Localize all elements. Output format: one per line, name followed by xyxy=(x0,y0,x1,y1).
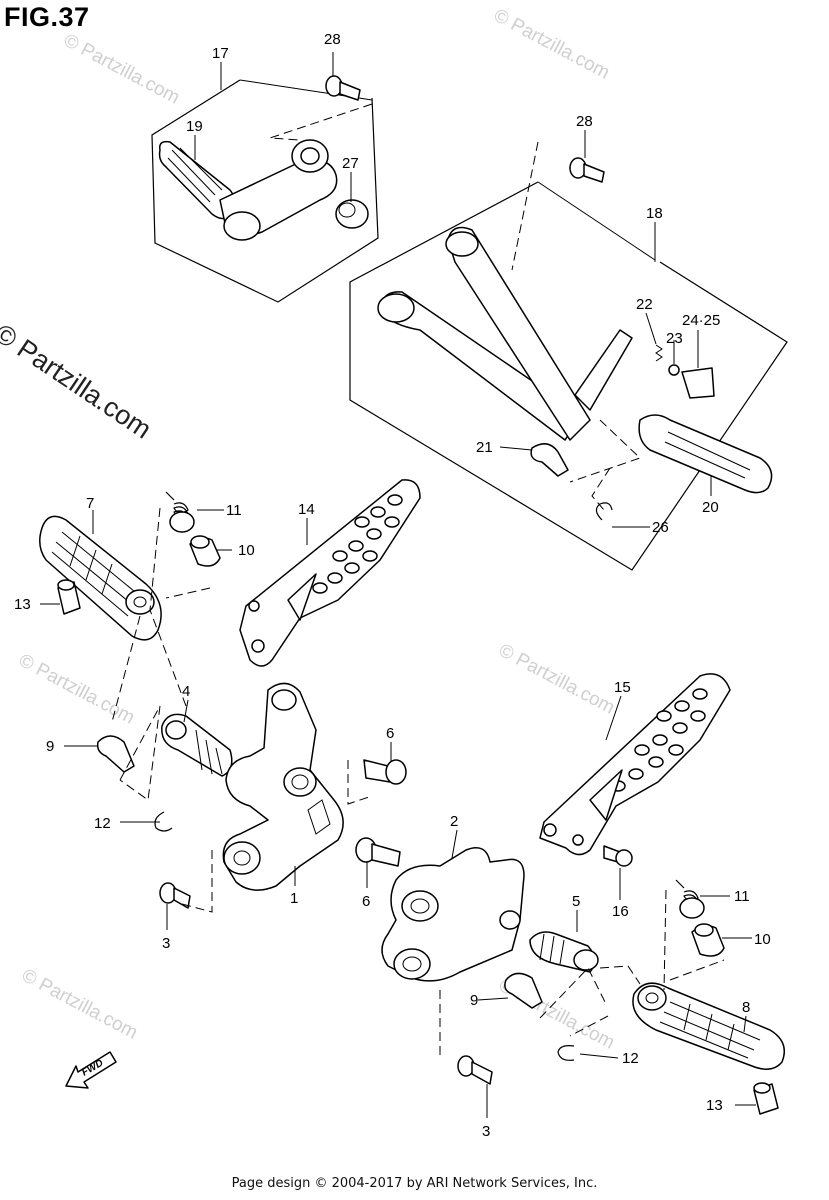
callout-20: 20 xyxy=(702,499,719,516)
callout-6: 6 xyxy=(362,893,370,910)
screw-28-top xyxy=(325,75,361,101)
assembly-box-17 xyxy=(151,79,379,303)
bolt-6-top xyxy=(363,759,407,785)
callout-12: 12 xyxy=(94,815,111,832)
callout-13: 13 xyxy=(14,596,31,613)
screw-13-left xyxy=(57,579,81,615)
callout-10: 10 xyxy=(754,931,771,948)
screw-3-left xyxy=(159,882,191,909)
callout-12: 12 xyxy=(622,1050,639,1067)
callout-6: 6 xyxy=(386,725,394,742)
pin-9-right xyxy=(504,972,543,1009)
callout-9: 9 xyxy=(470,992,478,1009)
callout-23: 23 xyxy=(666,330,683,347)
bracket-1 xyxy=(222,682,344,891)
bolt-6-bottom xyxy=(355,837,401,867)
heel-guard-14 xyxy=(239,479,421,667)
callout-26: 26 xyxy=(652,519,669,536)
callout-1: 1 xyxy=(290,890,298,907)
screw-28-right xyxy=(569,157,605,183)
callout-5: 5 xyxy=(572,893,580,910)
spring-11-left xyxy=(165,491,195,533)
callout-9: 9 xyxy=(46,738,54,755)
callout-11: 11 xyxy=(734,888,750,905)
callout-22: 22 xyxy=(636,296,653,313)
pivot-4 xyxy=(161,713,233,777)
callout-7: 7 xyxy=(86,495,94,512)
callout-3: 3 xyxy=(482,1123,490,1140)
callout-17: 17 xyxy=(212,45,229,62)
callout-2: 2 xyxy=(450,813,458,830)
callout-28: 28 xyxy=(576,113,593,130)
leader-lines xyxy=(40,52,756,1118)
callout-18: 18 xyxy=(646,205,663,222)
callout-10: 10 xyxy=(238,542,255,559)
callout-13: 13 xyxy=(706,1097,723,1114)
collar-10-right xyxy=(691,923,725,957)
bracket-2 xyxy=(381,847,525,982)
spring-11-right xyxy=(675,879,705,919)
footer-copyright: Page design © 2004-2017 by ARI Network S… xyxy=(231,1176,598,1191)
callout-16: 16 xyxy=(612,903,629,920)
callout-28: 28 xyxy=(324,31,341,48)
fwd-arrow-icon: FWD xyxy=(65,1051,117,1089)
fig-title: FIG.37 xyxy=(4,2,90,32)
dashed-assembly-lines xyxy=(111,103,725,1060)
assembly-box-18 xyxy=(349,181,788,571)
heel-guard-15 xyxy=(539,673,731,856)
callout-8: 8 xyxy=(742,999,750,1016)
callout-14: 14 xyxy=(298,501,315,518)
callout-4: 4 xyxy=(182,683,190,700)
callout-11: 11 xyxy=(226,502,242,519)
callout-27: 27 xyxy=(342,155,359,172)
callout-labels: 17 28 19 27 28 18 22 23 24·25 21 20 26 7… xyxy=(14,31,771,1140)
callout-24-25: 24·25 xyxy=(682,312,720,329)
collar-10-left xyxy=(189,535,221,567)
clip-12-left xyxy=(154,811,173,832)
clip-12-right xyxy=(557,1045,575,1061)
pivot-5 xyxy=(529,931,599,973)
callout-15: 15 xyxy=(614,679,631,696)
screw-13-right xyxy=(753,1082,779,1115)
footrest-7 xyxy=(39,515,162,641)
pin-9-left xyxy=(96,735,135,773)
footrest-8 xyxy=(632,982,785,1070)
screw-16 xyxy=(603,845,633,867)
screw-3-right xyxy=(457,1055,493,1085)
callout-21: 21 xyxy=(476,439,493,456)
callout-3: 3 xyxy=(162,935,170,952)
callout-19: 19 xyxy=(186,118,203,135)
